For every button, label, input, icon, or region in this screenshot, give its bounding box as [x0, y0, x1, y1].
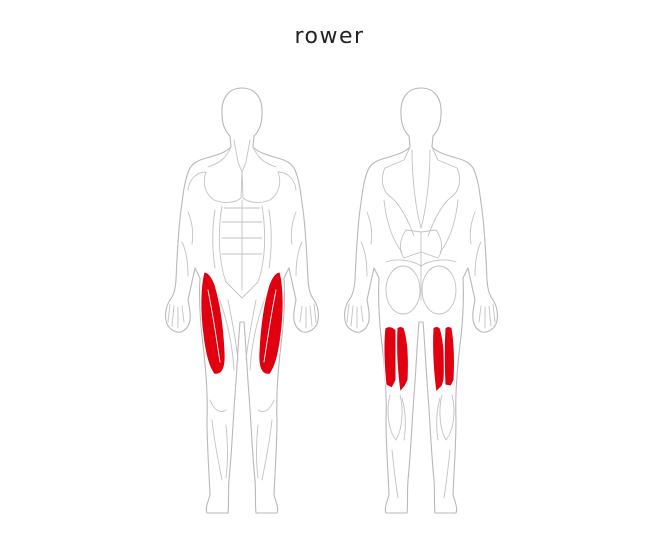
quadriceps-left-highlight — [200, 271, 226, 375]
exercise-title: rower — [294, 24, 365, 49]
front-body-outline — [165, 87, 319, 514]
front-body-figure — [165, 87, 319, 514]
back-body-outline — [344, 87, 498, 514]
hamstring-right-outer-highlight — [443, 326, 455, 387]
quadriceps-right-highlight — [258, 271, 284, 375]
back-body-figure — [344, 87, 498, 514]
hamstring-left-inner-highlight — [396, 326, 409, 394]
hamstring-right-inner-highlight — [432, 326, 445, 394]
hamstring-left-outer-highlight — [383, 326, 397, 389]
